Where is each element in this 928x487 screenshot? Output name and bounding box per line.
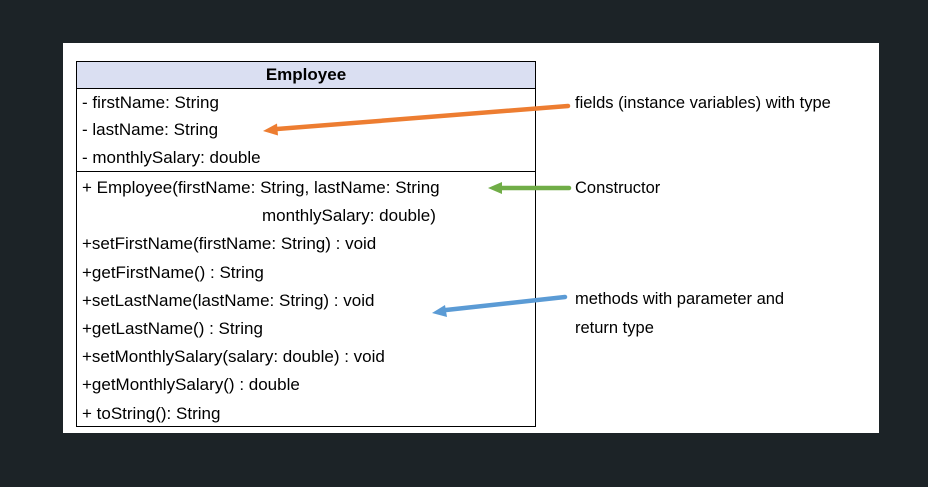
uml-class-title: Employee <box>77 62 535 89</box>
uml-method-row: +setFirstName(firstName: String) : void <box>82 234 377 254</box>
uml-method-row: +getMonthlySalary() : double <box>82 375 300 395</box>
uml-method-row: +setLastName(lastName: String) : void <box>82 290 375 310</box>
uml-method-row: + toString(): String <box>82 403 221 423</box>
uml-method-row: +getFirstName() : String <box>82 262 264 282</box>
uml-fields-section: - firstName: String - lastName: String - m… <box>77 89 535 172</box>
uml-methods-section: + Employee(firstName: String, lastName: … <box>77 172 535 428</box>
uml-field-row: - lastName: String <box>82 120 219 140</box>
uml-method-row: monthlySalary: double) <box>262 206 436 226</box>
methods-annotation-label: methods with parameter and return type <box>575 290 785 337</box>
uml-method-row: + Employee(firstName: String, lastName: … <box>82 178 440 197</box>
uml-method-row: +getLastName() : String <box>82 319 263 339</box>
uml-field-row: - monthlySalary: double <box>82 147 261 167</box>
constructor-annotation-label: Constructor <box>575 179 661 197</box>
uml-class-box: Employee - firstName: String - lastName: … <box>76 61 536 427</box>
fields-annotation-label: fields (instance variables) with type <box>575 94 831 112</box>
uml-method-row: +setMonthlySalary(salary: double) : void <box>82 347 385 367</box>
uml-field-row: - firstName: String <box>82 92 219 112</box>
